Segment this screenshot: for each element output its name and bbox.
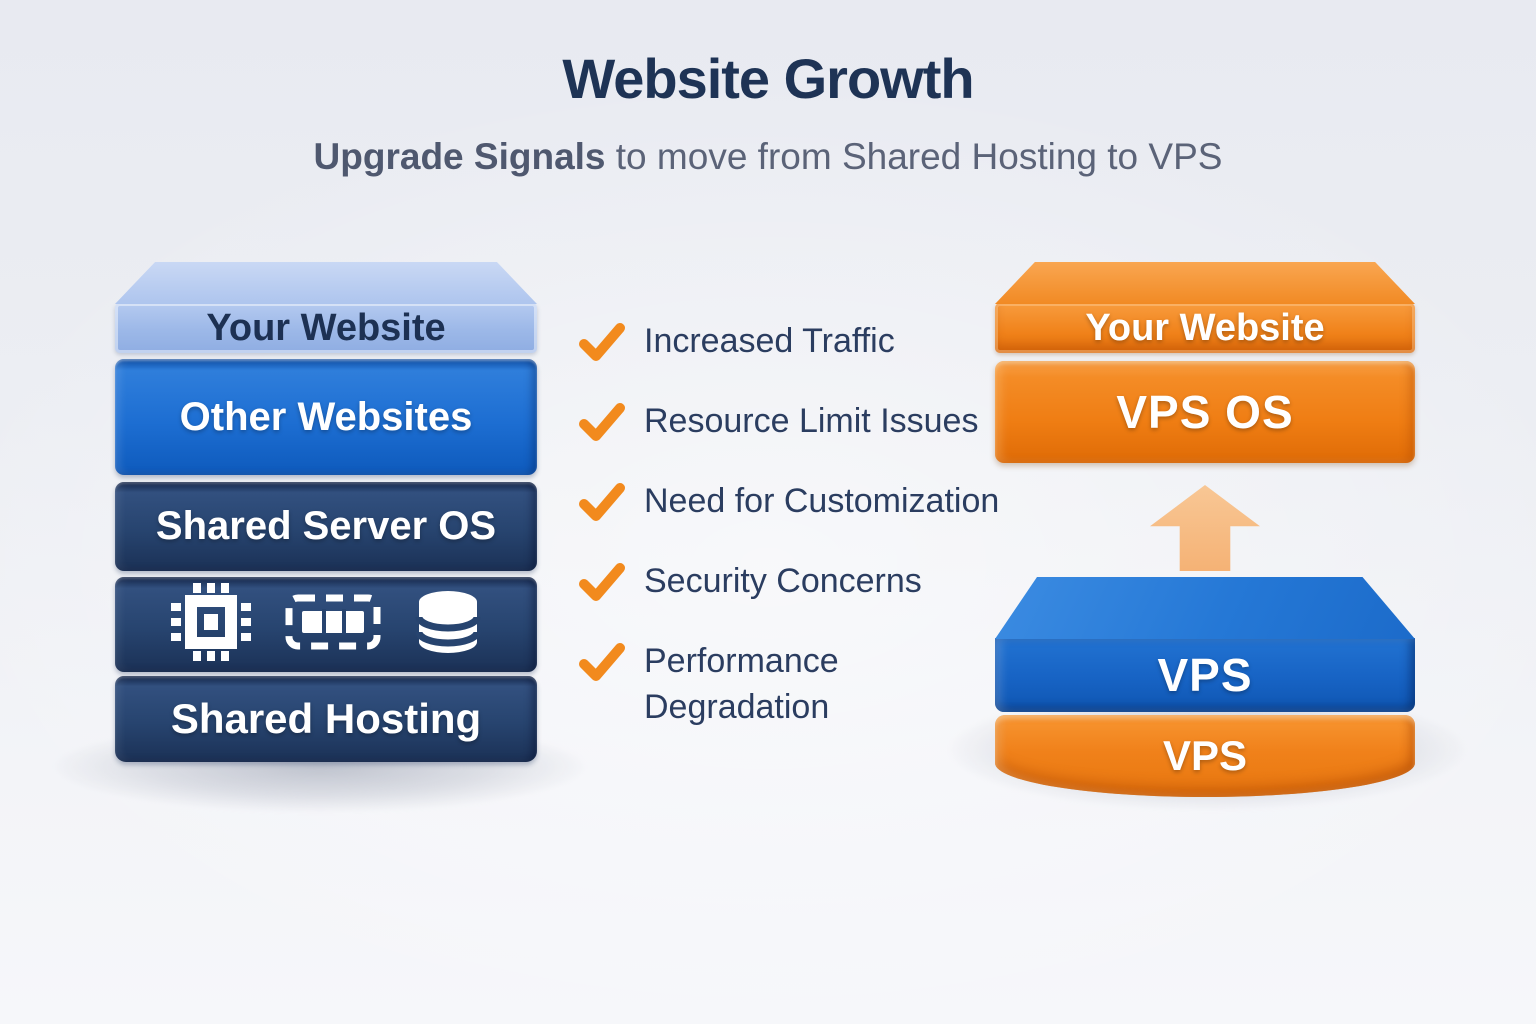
list-item-label: Resource Limit Issues [644,402,979,440]
layer-label: VPS OS [1116,386,1294,438]
layer-other-websites: Other Websites [115,359,537,475]
cpu-icon [171,583,251,666]
shared-hosting-stack: Your Website Other Websites Shared Serve… [115,262,537,762]
upgrade-arrow-icon [1150,485,1260,571]
list-item: Increased Traffic [578,318,1038,398]
checkmark-icon [578,398,626,451]
slab-top-face [115,262,537,304]
layer-label: Other Websites [179,394,473,439]
checkmark-icon [578,318,626,371]
slab-front-face: Your Website [995,303,1415,353]
checkmark-icon [578,638,626,691]
upgrade-signals-checklist: Increased Traffic Resource Limit Issues … [578,318,1038,726]
vps-stack: Your Website VPS OS VPS VPS [995,262,1415,797]
list-item-label: Security Concerns [644,562,922,600]
layer-shared-server-os: Shared Server OS [115,482,537,571]
layer-label: Your Website [206,306,446,349]
list-item-label: Performance Degradation [644,642,839,726]
list-item: Need for Customization [578,478,1038,558]
subtitle-rest: to move from Shared Hosting to VPS [605,136,1223,177]
checkmark-icon [578,478,626,531]
ram-icon [285,592,381,657]
layer-shared-hosting: Shared Hosting [115,676,537,762]
hardware-icon-row [171,583,481,666]
list-item: Security Concerns [578,558,1038,638]
layer-your-website-vps: Your Website [995,262,1415,353]
layer-vps-os: VPS OS [995,361,1415,463]
subtitle-emphasis: Upgrade Signals [313,136,606,177]
layer-label: Shared Server OS [155,504,497,548]
slab-front-face: Your Website [115,303,537,353]
checkmark-icon [578,558,626,611]
list-item: Resource Limit Issues [578,398,1038,478]
layer-vps-server: VPS [995,577,1415,712]
database-icon [415,590,481,659]
slab-front-face: VPS [995,638,1415,712]
list-item: Performance Degradation [578,638,1038,726]
slab-top-face [995,577,1415,639]
layer-label: VPS [1157,649,1253,701]
page-subtitle: Upgrade Signals to move from Shared Host… [0,136,1536,178]
slab-top-face [995,262,1415,304]
list-item-label: Increased Traffic [644,322,895,360]
layer-hardware-icons [115,577,537,672]
layer-label: VPS [1162,732,1248,779]
layer-vps-base: VPS [995,715,1415,797]
page-title: Website Growth [562,47,974,110]
layer-your-website: Your Website [115,262,537,353]
layer-label: Your Website [1085,306,1325,349]
list-item-label: Need for Customization [644,482,1000,520]
layer-label: Shared Hosting [170,695,482,742]
